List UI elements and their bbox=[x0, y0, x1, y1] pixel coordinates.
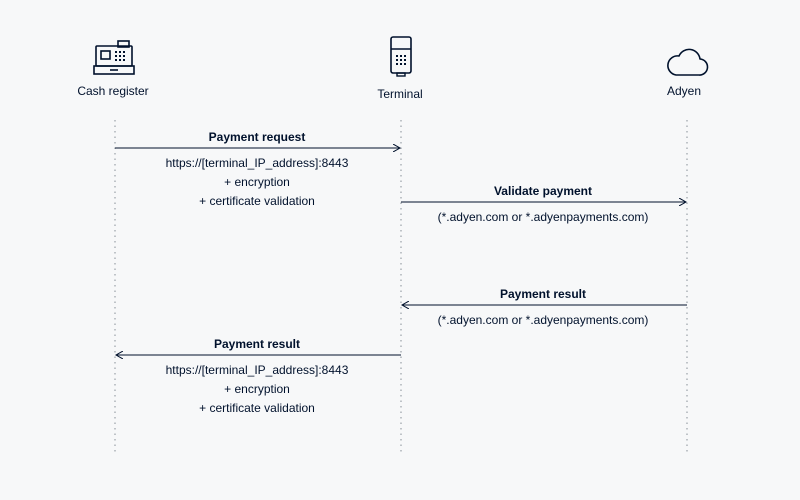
actor-label-cash-register: Cash register bbox=[77, 84, 149, 98]
payment-terminal-icon bbox=[390, 36, 412, 77]
message-detail-certificate: + certificate validation bbox=[199, 401, 315, 415]
message-detail-domains: (*.adyen.com or *.adyenpayments.com) bbox=[437, 313, 649, 327]
actor-label-adyen: Adyen bbox=[666, 84, 702, 98]
message-detail-domains: (*.adyen.com or *.adyenpayments.com) bbox=[437, 210, 649, 224]
message-detail-url: https://[terminal_IP_address]:8443 bbox=[165, 156, 349, 170]
message-detail-url: https://[terminal_IP_address]:8443 bbox=[165, 363, 349, 377]
message-title-payment-result: Payment result bbox=[499, 287, 587, 301]
message-title-payment-result: Payment result bbox=[213, 337, 301, 351]
actor-label-terminal: Terminal bbox=[377, 87, 423, 101]
message-title-validate-payment: Validate payment bbox=[493, 184, 593, 198]
cash-register-icon bbox=[93, 40, 135, 75]
cloud-icon bbox=[667, 48, 709, 76]
message-detail-encryption: + encryption bbox=[224, 382, 290, 396]
message-title-payment-request: Payment request bbox=[208, 130, 306, 144]
message-detail-encryption: + encryption bbox=[224, 175, 290, 189]
message-detail-certificate: + certificate validation bbox=[199, 194, 315, 208]
